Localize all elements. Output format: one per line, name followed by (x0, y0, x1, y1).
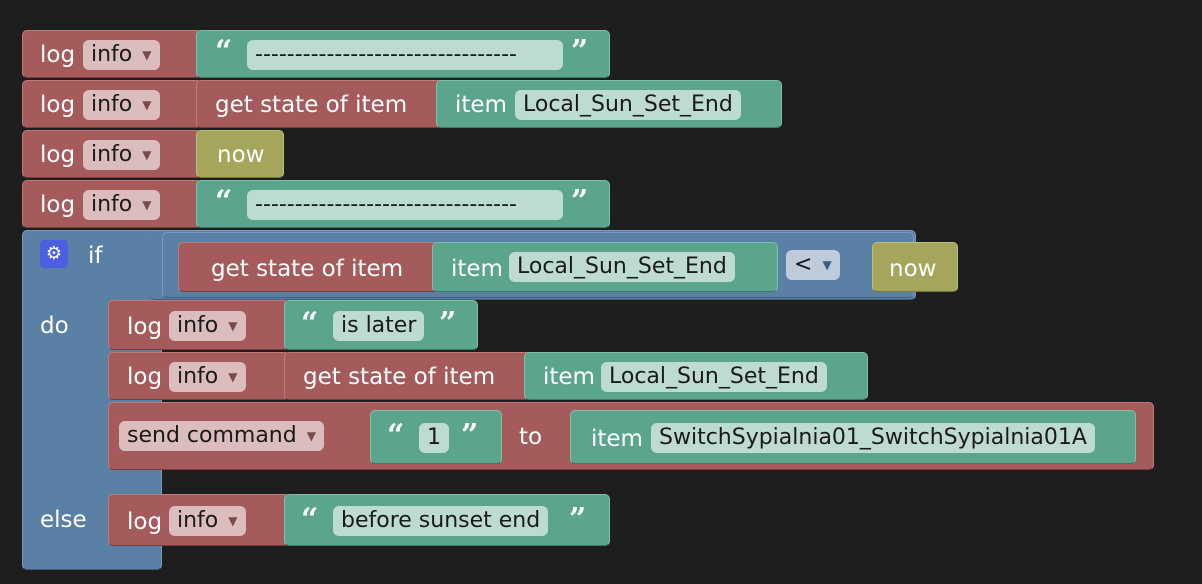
log-level-dropdown[interactable]: info ▼ (83, 40, 160, 70)
dropdown-arrow-icon: ▼ (142, 148, 152, 162)
log-level-dropdown[interactable]: info ▼ (169, 311, 246, 341)
item-label: item (591, 426, 643, 452)
log-block-3[interactable]: log info ▼ (22, 130, 202, 178)
log-keyword: log (127, 364, 163, 390)
log-level-value: info (91, 42, 133, 67)
now-label: now (889, 256, 937, 282)
log-level-dropdown[interactable]: info ▼ (83, 140, 160, 170)
log-block-2[interactable]: log info ▼ (22, 80, 202, 128)
quote-close-icon: ” (569, 502, 587, 537)
log-keyword: log (127, 314, 163, 340)
quote-close-icon: ” (439, 306, 457, 341)
log-keyword: log (40, 42, 76, 68)
item-name-field[interactable]: Local_Sun_Set_End (601, 362, 827, 392)
log-block-do-1[interactable]: log info ▼ (108, 300, 290, 350)
log-level-value: info (177, 313, 219, 338)
operator-dropdown[interactable]: <▼ (786, 250, 840, 280)
dropdown-arrow-icon: ▼ (228, 370, 238, 384)
quote-close-icon: ” (571, 34, 589, 69)
text-block-1[interactable]: “ --------------------------------- ” (196, 30, 610, 78)
log-keyword: log (40, 92, 76, 118)
log-block-1[interactable]: log info ▼ (22, 30, 202, 78)
dropdown-arrow-icon: ▼ (228, 514, 238, 528)
text-input[interactable]: 1 (419, 423, 449, 453)
log-level-dropdown[interactable]: info ▼ (169, 506, 246, 536)
item-label: item (451, 256, 503, 282)
text-input[interactable]: --------------------------------- (247, 40, 563, 70)
text-input[interactable]: --------------------------------- (247, 190, 563, 220)
dropdown-arrow-icon: ▼ (306, 429, 316, 443)
get-state-block-2[interactable]: get state of item (196, 80, 444, 128)
item-name-field[interactable]: Local_Sun_Set_End (515, 90, 741, 120)
log-level-dropdown[interactable]: info ▼ (169, 362, 246, 392)
dropdown-arrow-icon: ▼ (142, 48, 152, 62)
quote-close-icon: ” (571, 184, 589, 219)
log-level-value: info (177, 364, 219, 389)
if-label: if (88, 243, 103, 269)
get-state-label: get state of item (303, 364, 496, 390)
get-state-label: get state of item (215, 92, 408, 118)
item-label: item (455, 92, 507, 118)
operator-value: < (794, 252, 813, 277)
log-level-value: info (91, 192, 133, 217)
now-block-cond[interactable]: now (872, 242, 958, 292)
quote-close-icon: ” (461, 418, 479, 453)
item-block-do-3[interactable]: item SwitchSypialnia01_SwitchSypialnia01… (570, 410, 1136, 464)
quote-open-icon: “ (215, 184, 233, 219)
log-level-value: info (177, 508, 219, 533)
dropdown-arrow-icon: ▼ (228, 319, 238, 333)
item-name-field[interactable]: SwitchSypialnia01_SwitchSypialnia01A (651, 423, 1095, 453)
item-block-cond[interactable]: item Local_Sun_Set_End (432, 242, 778, 292)
dropdown-arrow-icon: ▼ (142, 98, 152, 112)
log-block-do-2[interactable]: log info ▼ (108, 352, 290, 400)
text-input[interactable]: is later (333, 311, 425, 341)
else-label: else (40, 507, 87, 533)
item-label: item (543, 364, 595, 390)
dropdown-arrow-icon: ▼ (822, 258, 832, 272)
text-block-4[interactable]: “ --------------------------------- ” (196, 180, 610, 228)
to-label: to (519, 424, 543, 450)
quote-open-icon: “ (387, 418, 405, 453)
quote-open-icon: “ (301, 306, 319, 341)
gear-icon[interactable]: ⚙ (40, 240, 68, 268)
log-block-else-1[interactable]: log info ▼ (108, 494, 290, 546)
do-label: do (40, 313, 69, 339)
now-block-3[interactable]: now (196, 130, 284, 178)
dropdown-arrow-icon: ▼ (142, 198, 152, 212)
log-block-4[interactable]: log info ▼ (22, 180, 202, 228)
quote-open-icon: “ (301, 502, 319, 537)
text-block-do-1[interactable]: “ is later ” (284, 300, 478, 350)
text-block-else-1[interactable]: “ before sunset end ” (284, 494, 610, 546)
command-type-value: send command (127, 423, 297, 448)
now-label: now (217, 142, 265, 168)
log-level-dropdown[interactable]: info ▼ (83, 190, 160, 220)
log-level-dropdown[interactable]: info ▼ (83, 90, 160, 120)
get-state-block-cond[interactable]: get state of item (178, 242, 438, 292)
item-name-field[interactable]: Local_Sun_Set_End (509, 252, 735, 282)
quote-open-icon: “ (215, 34, 233, 69)
text-input[interactable]: before sunset end (333, 506, 549, 536)
item-block-do-2[interactable]: item Local_Sun_Set_End (524, 352, 868, 400)
log-level-value: info (91, 92, 133, 117)
log-keyword: log (127, 509, 163, 535)
log-keyword: log (40, 142, 76, 168)
get-state-block-do-2[interactable]: get state of item (284, 352, 532, 400)
command-type-dropdown[interactable]: send command ▼ (119, 421, 324, 451)
get-state-label: get state of item (211, 256, 404, 282)
item-block-2[interactable]: item Local_Sun_Set_End (436, 80, 782, 128)
text-block-do-3[interactable]: “ 1 ” (370, 410, 502, 464)
log-keyword: log (40, 192, 76, 218)
log-level-value: info (91, 142, 133, 167)
